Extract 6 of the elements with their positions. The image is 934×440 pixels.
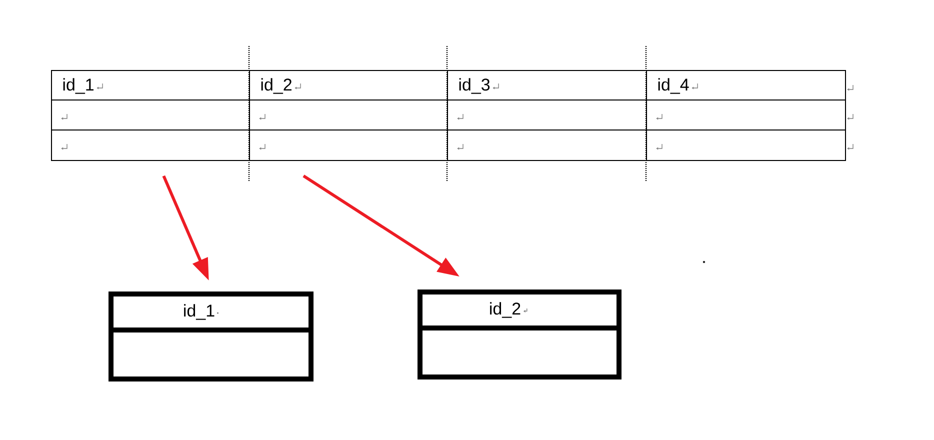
table-column: id_1 bbox=[50, 70, 250, 161]
table-column: id_4 bbox=[646, 70, 846, 161]
table-column: id_2 bbox=[248, 70, 448, 161]
entity-box: id_1 bbox=[108, 292, 314, 382]
entity-box: id_2 bbox=[418, 290, 622, 380]
table-column: id_3 bbox=[446, 70, 647, 161]
